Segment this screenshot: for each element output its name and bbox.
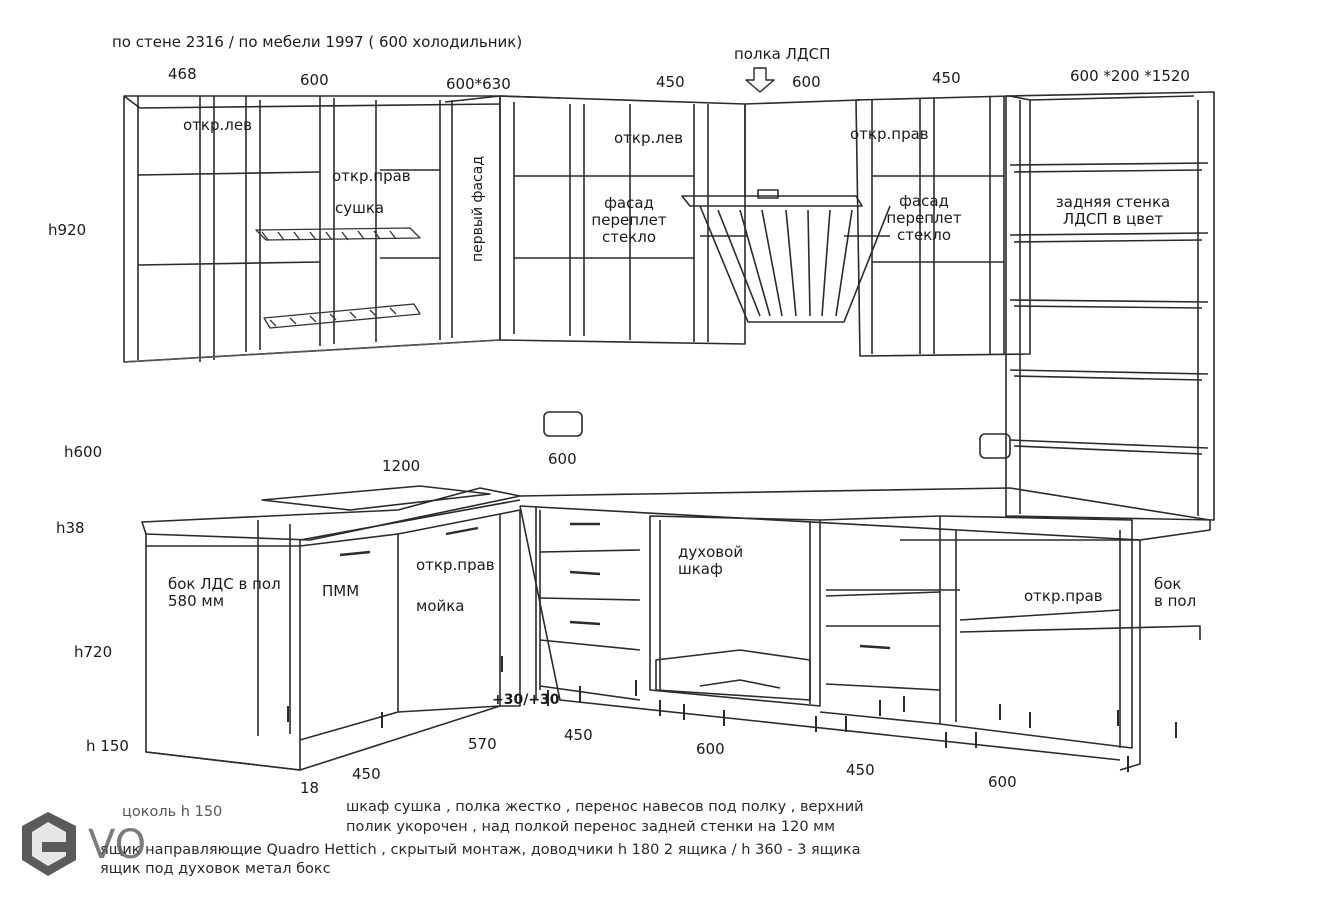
dimension-600: 600 [696,740,725,758]
height-920-label: h920 [48,221,87,239]
dimension-600: 600 [300,71,329,89]
dimension-18: 18 [300,779,320,797]
dryer-racks [255,227,421,329]
facade-glass-label: фасад переплет стекло [886,192,962,244]
dimension-450: 450 [656,73,685,91]
dryer-note-line-1: шкаф сушка , полка жестко , перенос наве… [346,799,864,815]
open-right-label: откр.прав [416,556,495,574]
upper-corner-and-middle-block [444,95,746,345]
facade-glass-label: фасад переплет стекло [591,194,667,246]
dimension-450: 450 [932,69,961,87]
open-right-label: откр.прав [850,125,929,143]
dimension-600x630: 600*630 [446,75,511,93]
side-ldsp-label: бок ЛДС в пол 580 мм [168,575,281,610]
first-facade-label: первый фасад [470,155,486,262]
wall-dimension-note: по стене 2316 / по мебели 1997 ( 600 хол… [112,33,523,51]
oven-cabinet [649,515,821,707]
sink-label: мойка [416,597,465,615]
vo-logo: VO [22,812,146,876]
upper-right-cabinet [855,95,1031,357]
open-left-label: откр.лев [183,116,252,134]
sink-outline [261,485,491,511]
dryer-label: сушка [335,199,385,217]
open-left-label: откр.лев [614,129,683,147]
socket-outlet-left [543,411,583,437]
dryer-note-line-2: полик укорочен , над полкой перенос задн… [346,819,836,835]
dimension-600: 600 [792,73,821,91]
dishwasher-label: ПММ [322,582,360,600]
drawer-note-line-2: ящик под духовок метал бокс [100,861,331,877]
dimension-468: 468 [168,65,197,83]
dimension-600: 600 [548,450,577,468]
dimension-570: 570 [468,735,497,753]
open-shelf-unit [1005,91,1215,521]
dimension-450: 450 [352,765,381,783]
height-38-label: h38 [56,519,85,537]
back-wall-label: задняя стенка ЛДСП в цвет [1055,193,1171,228]
dimension-450: 450 [564,726,593,744]
open-right-label: откр.прав [1024,587,1103,605]
side-floor-label: бок в пол [1154,575,1197,610]
height-600-label: h600 [64,443,103,461]
height-720-label: h720 [74,643,113,661]
hood-cabinet [681,99,891,323]
offset-30-label: +30/+30 [492,692,560,708]
upper-cabinet-left-block [123,95,501,363]
cabinet-legs [287,656,1177,772]
open-right-label: откр.прав [332,167,411,185]
oven-label: духовой шкаф [678,543,744,578]
lower-right-run [519,487,1211,771]
dimension-450: 450 [846,761,875,779]
svg-text:VO: VO [88,822,146,868]
countertop-left-section [141,485,521,547]
dimension-600x200x1520: 600 *200 *1520 [1070,67,1190,85]
socket-outlet-right [979,433,1011,459]
shelf-arrow-icon [745,67,775,93]
drawer-note-line-1: ящик направляющие Quadro Hettich , скрыт… [100,842,861,858]
shelf-ldsp-label: полка ЛДСП [734,45,831,63]
dimension-600: 600 [988,773,1017,791]
lower-left-cabinets [145,509,521,771]
dimension-1200: 1200 [382,457,421,475]
height-150-label: h 150 [86,737,129,755]
plinth-note: цоколь h 150 [122,804,223,820]
